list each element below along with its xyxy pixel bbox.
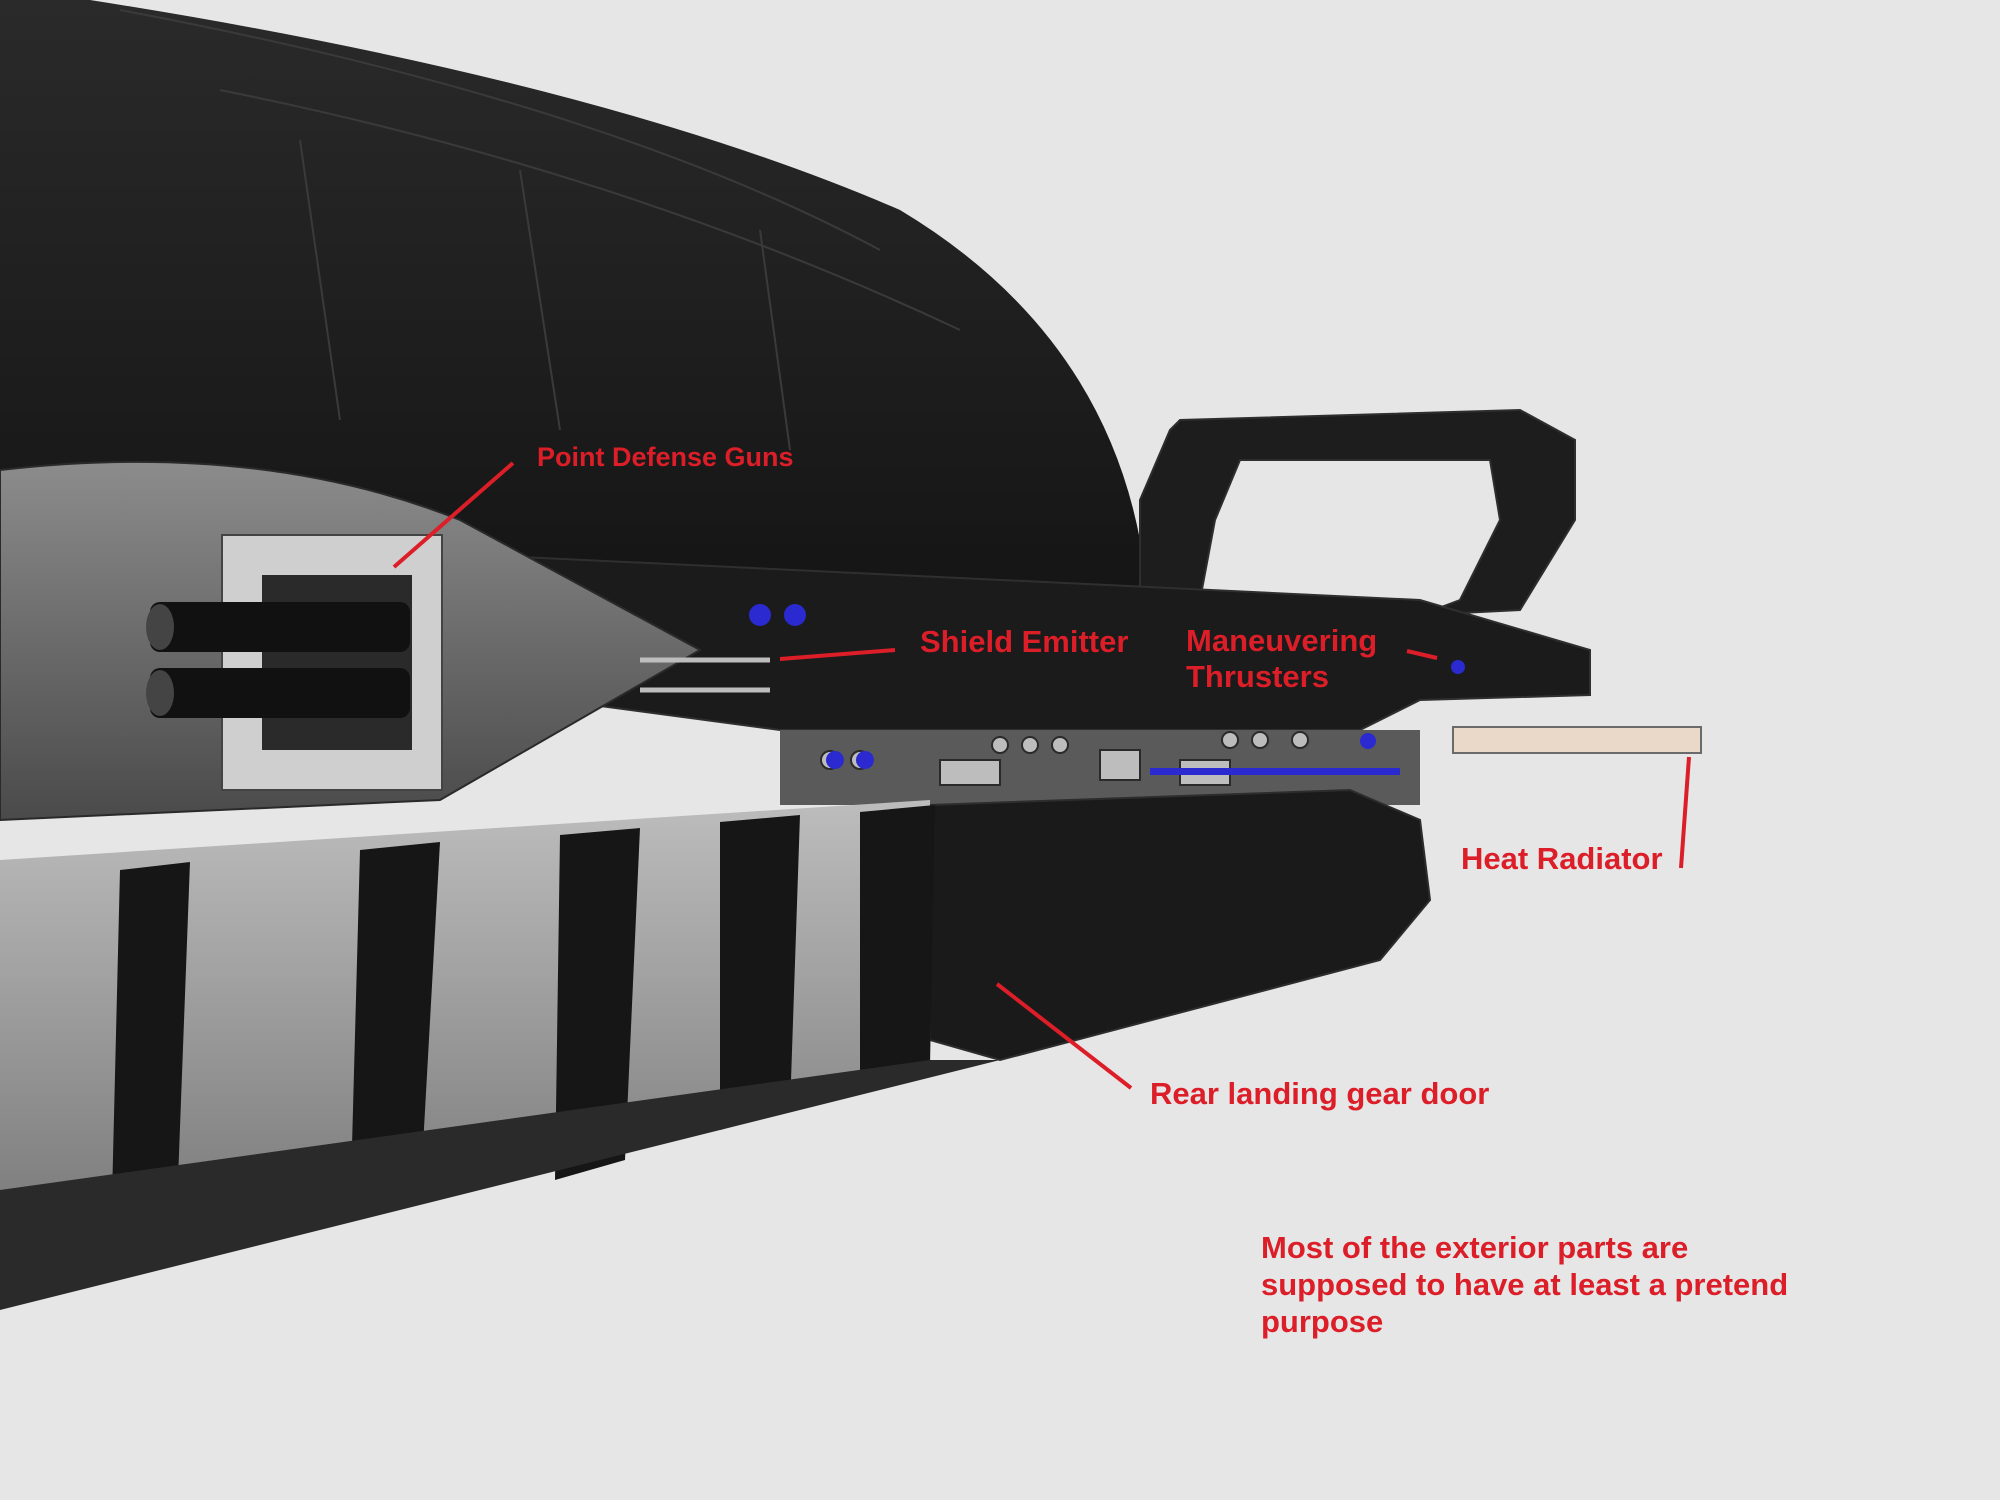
- label-point-defense-guns: Point Defense Guns: [537, 442, 794, 472]
- blue-accents: [749, 604, 1465, 775]
- label-rear-landing-gear-door: Rear landing gear door: [1150, 1076, 1490, 1111]
- upper-hull: [0, 0, 1140, 620]
- gun-mount-core: [262, 575, 412, 750]
- annotation-note: Most of the exterior parts are supposed …: [1261, 1229, 1788, 1340]
- lower-pod: [929, 788, 1432, 1062]
- label-shield-emitter: Shield Emitter: [920, 624, 1129, 659]
- label-maneuvering-line1: Maneuvering: [1186, 623, 1378, 658]
- leader-heat-radiator: [1679, 756, 1691, 869]
- hull-panel-lines: [119, 9, 961, 451]
- note-line1: Most of the exterior parts are: [1261, 1230, 1689, 1265]
- note-line3: purpose: [1261, 1304, 1384, 1339]
- callout-lines: [392, 461, 1691, 1090]
- label-heat-radiator: Heat Radiator: [1461, 841, 1663, 876]
- leader-rear-gear: [995, 982, 1133, 1090]
- lower-hull-bottom: [0, 1060, 1000, 1310]
- leader-maneuvering: [1406, 649, 1438, 660]
- note-line2: supposed to have at least a pretend: [1261, 1267, 1789, 1302]
- label-maneuvering-line2: Thrusters: [1186, 659, 1329, 694]
- gun-barrels: [146, 602, 410, 718]
- leader-point-defense: [392, 461, 515, 569]
- dorsal-frame: [1139, 408, 1576, 616]
- heat-radiator-part: [1452, 726, 1702, 754]
- label-maneuvering-thrusters: Maneuvering Thrusters: [1186, 623, 1377, 695]
- leader-shield-emitter: [779, 648, 896, 661]
- shield-emitter-rods: [640, 657, 770, 693]
